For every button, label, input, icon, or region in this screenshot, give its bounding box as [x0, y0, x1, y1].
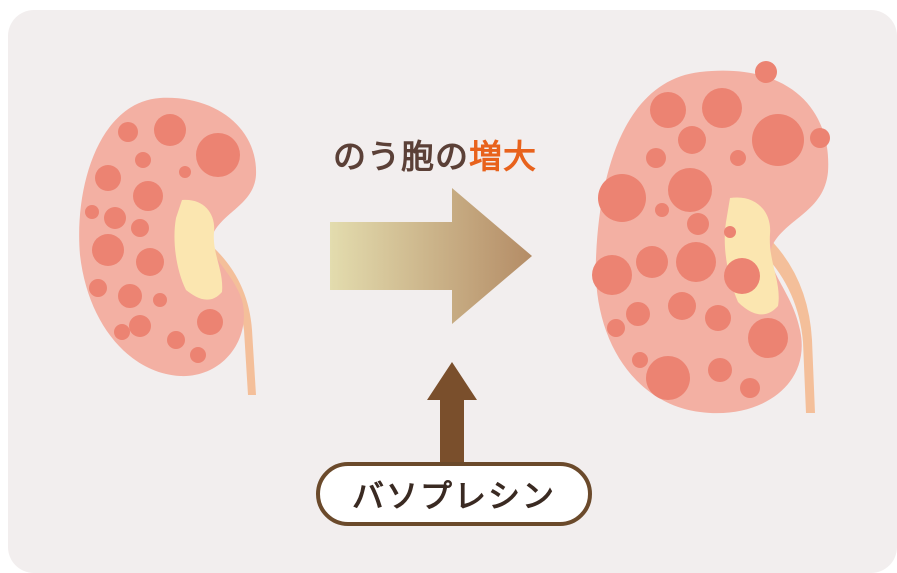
diagram-title: のう胞の増大 — [300, 130, 570, 178]
kidney-small — [79, 97, 257, 395]
kidney-large — [592, 61, 830, 414]
title-prefix: のう胞の — [333, 137, 469, 176]
renal-pelvis-small — [174, 199, 223, 300]
cysts-small — [85, 114, 240, 363]
title-accent: 増大 — [469, 137, 537, 176]
hormone-label: バソプレシン — [351, 477, 556, 515]
hormone-pill: バソプレシン — [316, 462, 592, 526]
cysts-large — [592, 61, 830, 400]
stimulus-arrow — [427, 362, 477, 462]
growth-arrow — [330, 188, 532, 324]
